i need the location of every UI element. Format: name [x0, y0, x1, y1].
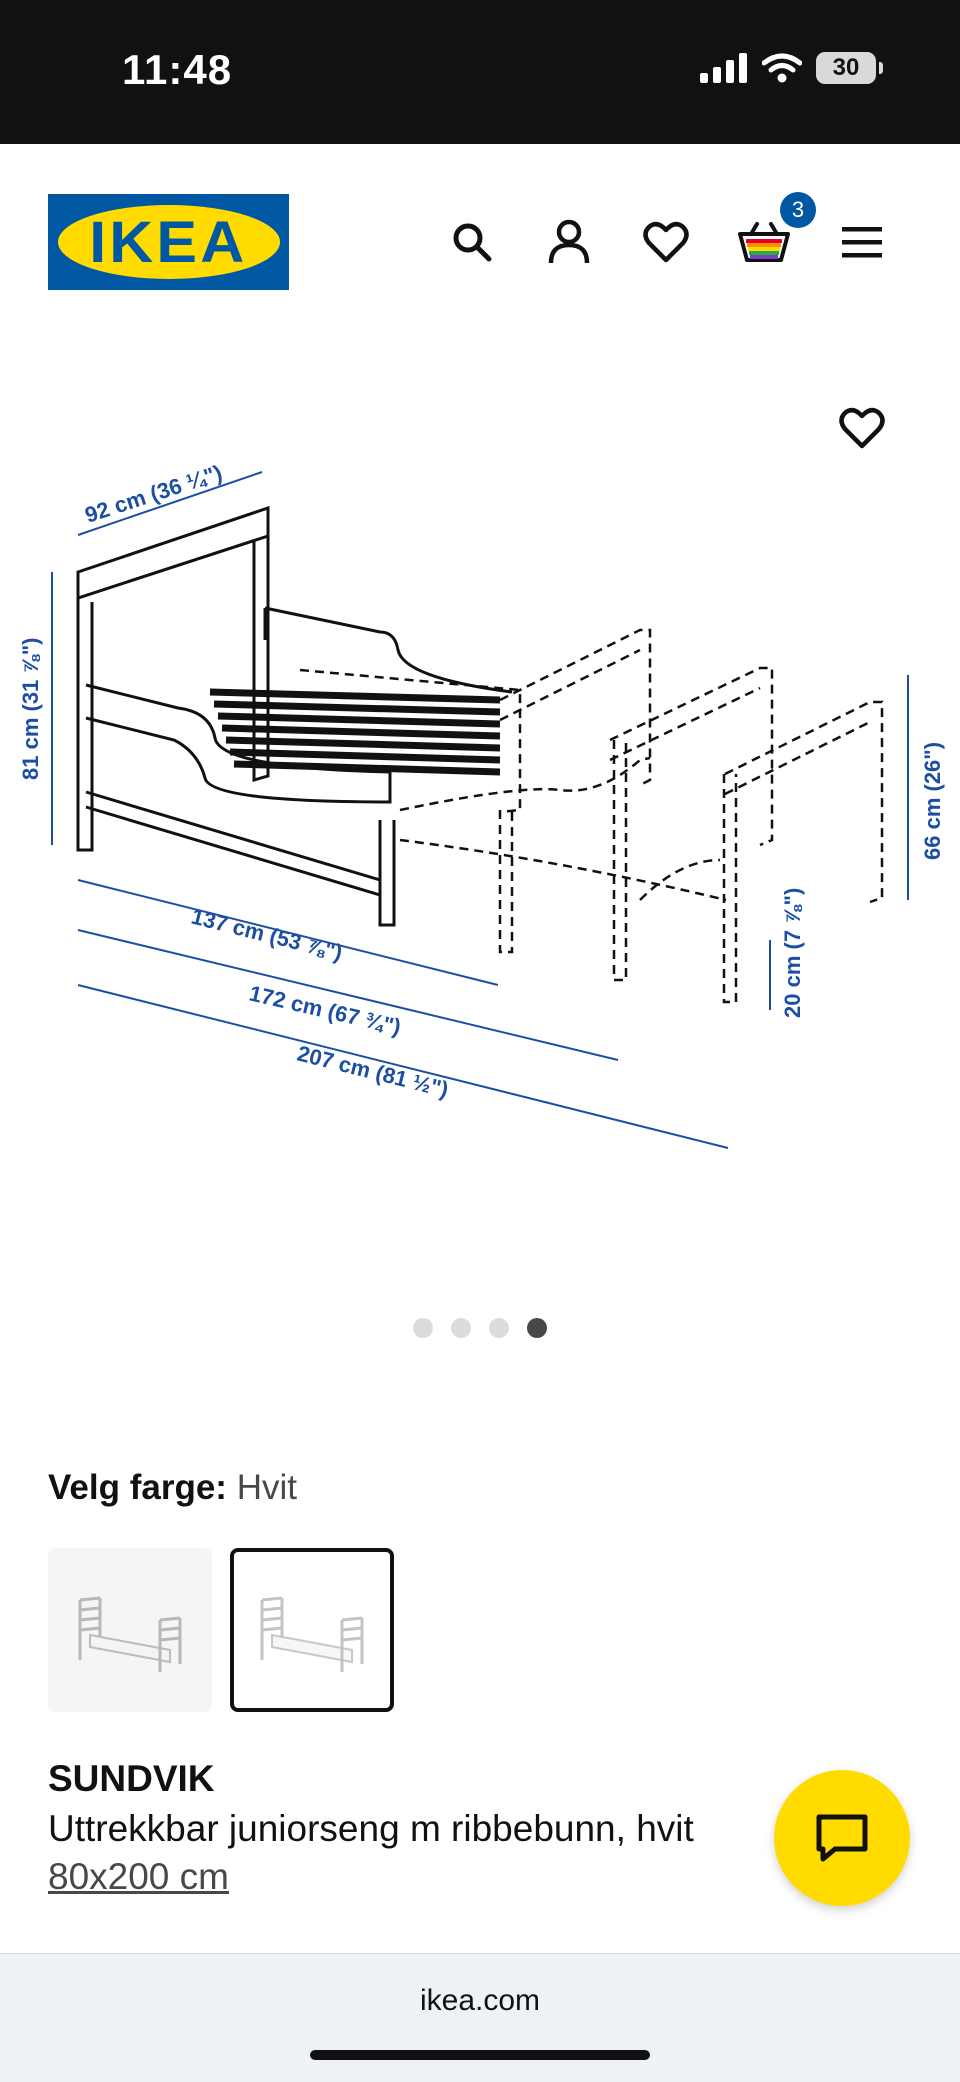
logo-oval: IKEA	[57, 205, 280, 279]
gallery-dot[interactable]	[489, 1318, 509, 1338]
selected-color-value: Hvit	[236, 1468, 297, 1507]
heart-icon	[643, 221, 689, 263]
dimension-width: 92 cm (36 ¼")	[82, 460, 225, 528]
dimension-foot-height: 66 cm (26")	[920, 742, 945, 860]
wishlist-button[interactable]	[638, 214, 694, 270]
wifi-icon	[762, 53, 802, 83]
cart-count-badge: 3	[780, 192, 816, 228]
dimension-length-3: 207 cm (81 ½")	[295, 1041, 451, 1103]
hamburger-menu-icon	[842, 227, 882, 258]
dimension-length-1: 137 cm (53 ⅞")	[189, 904, 345, 966]
site-header: IKEA 3	[0, 144, 960, 340]
status-time: 11:48	[122, 46, 233, 93]
product-description: Uttrekkbar juniorseng m ribbebunn, hvit	[48, 1808, 694, 1849]
add-to-wishlist-button[interactable]	[834, 400, 890, 456]
search-button[interactable]	[444, 214, 500, 270]
cart-button[interactable]	[736, 214, 792, 270]
product-dimension-drawing: 92 cm (36 ¼") 81 cm (31 ⅞") 137 cm (53 ⅞…	[18, 460, 945, 1149]
search-icon	[453, 223, 492, 262]
chat-bubble-icon	[816, 1814, 868, 1862]
product-image-gallery[interactable]: 92 cm (36 ¼") 81 cm (31 ⅞") 137 cm (53 ⅞…	[0, 340, 960, 1380]
battery-indicator: 30	[816, 52, 883, 84]
ikea-logo[interactable]: IKEA	[48, 194, 289, 290]
dimension-height: 81 cm (31 ⅞")	[18, 637, 43, 780]
browser-address-bar[interactable]: ikea.com	[0, 1953, 960, 2082]
dimension-bed-height: 20 cm (7 ⅞")	[780, 888, 805, 1018]
url-text[interactable]: ikea.com	[419, 1984, 541, 2017]
color-swatch-option-selected[interactable]	[230, 1548, 394, 1712]
heart-icon	[839, 407, 885, 449]
color-swatch-option[interactable]	[48, 1548, 212, 1712]
status-icons: 30	[700, 52, 883, 84]
gallery-dot-active[interactable]	[527, 1318, 547, 1338]
color-selector-label: Velg farge: Hvit	[48, 1468, 297, 1508]
bed-thumbnail-icon	[260, 1596, 364, 1672]
gallery-dot[interactable]	[451, 1318, 471, 1338]
home-indicator[interactable]	[310, 2050, 650, 2060]
product-size-link[interactable]: 80x200 cm	[48, 1856, 229, 1897]
color-label-prefix: Velg farge:	[48, 1468, 227, 1507]
shopping-bag-icon	[738, 222, 790, 262]
logo-text: IKEA	[89, 209, 248, 275]
product-name: SUNDVIK	[48, 1758, 215, 1799]
menu-button[interactable]	[834, 214, 890, 270]
account-button[interactable]	[541, 214, 597, 270]
signal-icon	[700, 53, 747, 83]
bed-thumbnail-icon	[78, 1596, 182, 1672]
chat-button[interactable]	[774, 1770, 910, 1906]
user-icon	[548, 219, 590, 264]
gallery-dot[interactable]	[413, 1318, 433, 1338]
gallery-pagination	[0, 1318, 960, 1338]
status-bar: 11:48 30	[0, 0, 960, 144]
